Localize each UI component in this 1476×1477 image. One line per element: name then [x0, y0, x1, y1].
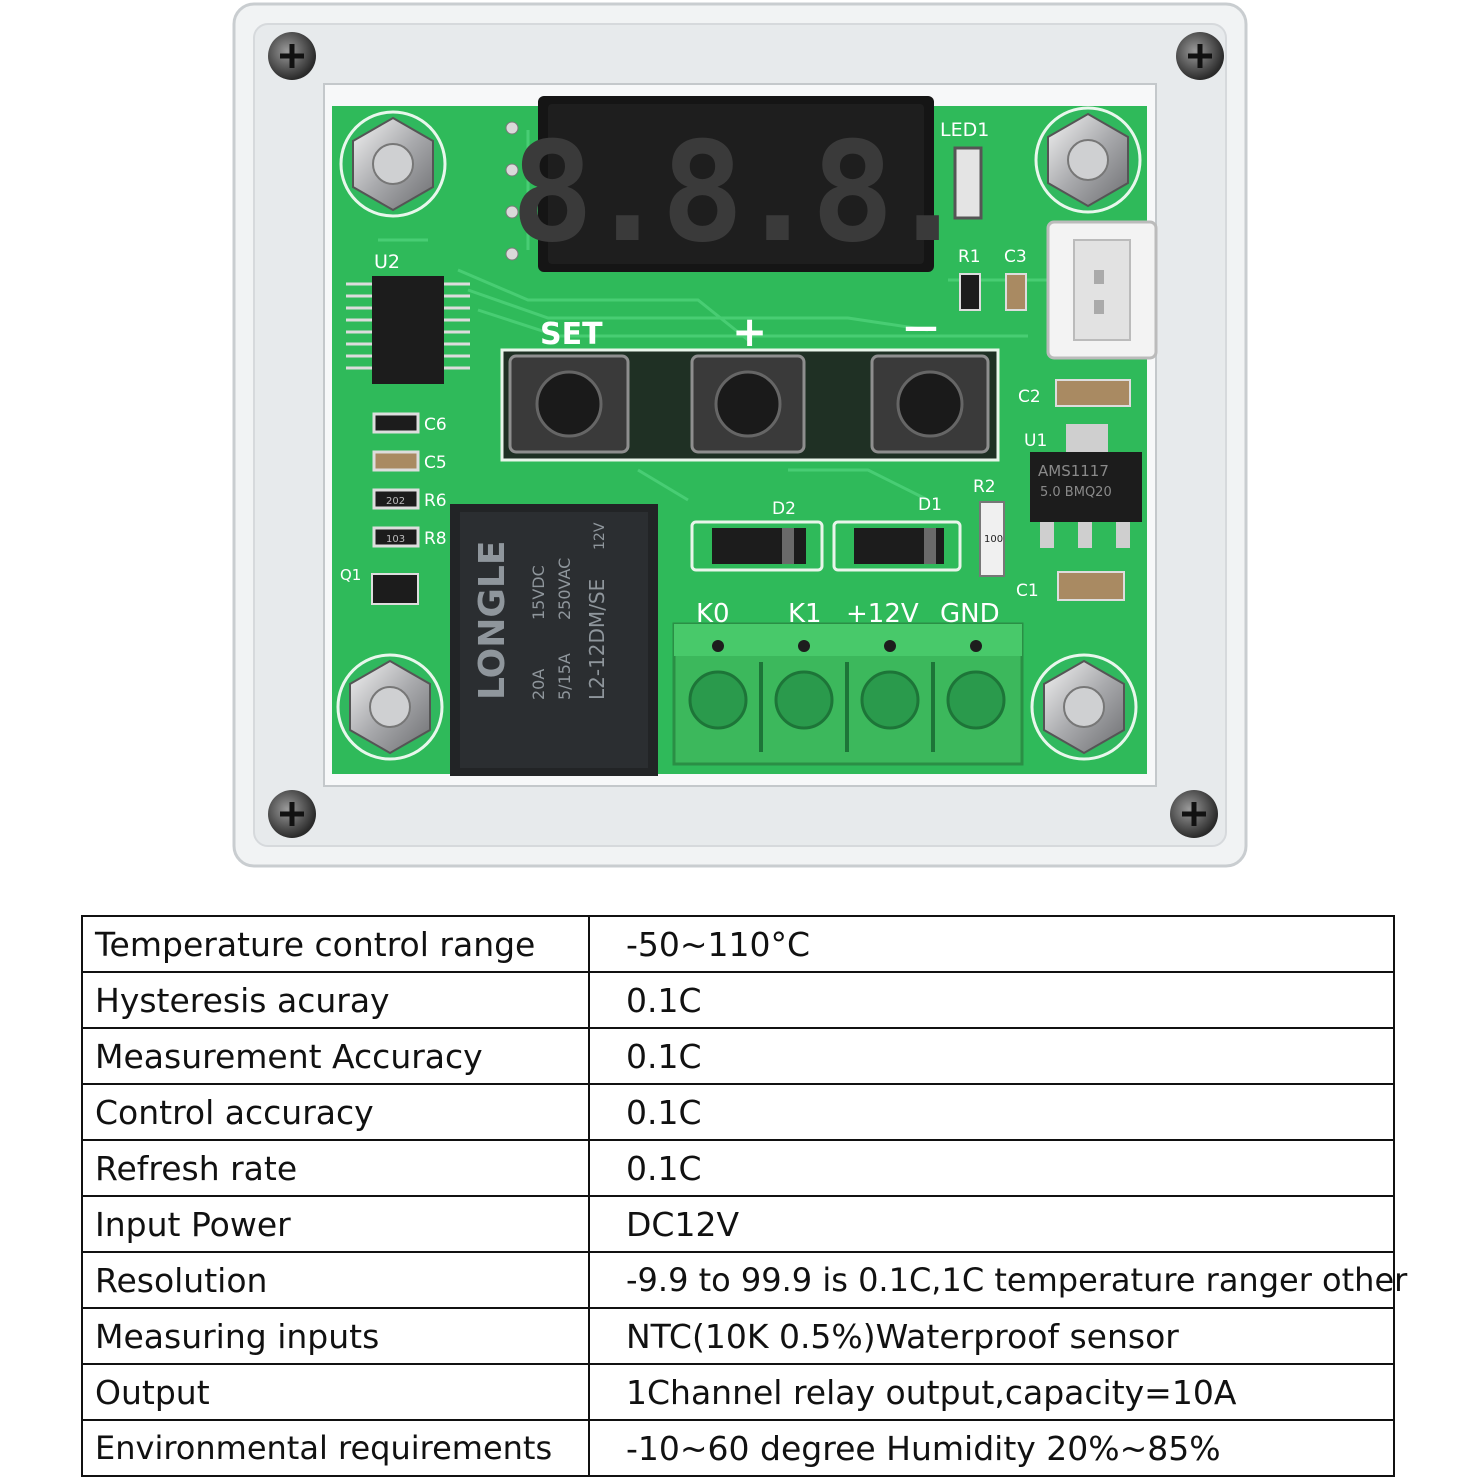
label-r6: R6	[424, 491, 447, 511]
spec-label: Measuring inputs	[81, 1307, 590, 1365]
table-row: Measuring inputs NTC(10K 0.5%)Waterproof…	[81, 1307, 1395, 1365]
label-c1: C1	[1016, 581, 1039, 601]
spec-value: 0.1C	[588, 1083, 1395, 1141]
label-set: SET	[540, 317, 603, 352]
display-digits: 8.8.8.	[511, 112, 962, 273]
spec-table: Temperature control range -50~110°C Hyst…	[81, 915, 1407, 1477]
spec-value: 0.1C	[588, 1027, 1395, 1085]
spec-label: Measurement Accuracy	[81, 1027, 590, 1085]
svg-text:12V: 12V	[592, 522, 608, 550]
d2-diode	[690, 520, 824, 572]
table-row: Environmental requirements -10~60 degree…	[81, 1419, 1395, 1477]
r1-component	[959, 273, 981, 311]
spec-label: Output	[81, 1363, 590, 1421]
table-row: Temperature control range -50~110°C	[81, 915, 1395, 973]
label-r8: R8	[424, 529, 447, 549]
d1-diode	[832, 520, 962, 572]
svg-text:AMS1117: AMS1117	[1038, 462, 1109, 480]
svg-text:L2-12DM/SE: L2-12DM/SE	[585, 579, 609, 700]
hex-nut-bottom-left	[336, 653, 444, 761]
table-row: Output 1Channel relay output,capacity=10…	[81, 1363, 1395, 1421]
spec-value: -9.9 to 99.9 is 0.1C,1C temperature rang…	[588, 1251, 1407, 1309]
spec-value: -50~110°C	[588, 915, 1395, 973]
table-row: Measurement Accuracy 0.1C	[81, 1027, 1395, 1085]
display-header-pins	[505, 121, 519, 261]
table-row: Resolution -9.9 to 99.9 is 0.1C,1C tempe…	[81, 1251, 1407, 1309]
label-u2: U2	[374, 251, 400, 273]
thermostat-board-photo: 8.8.8. LED1 U2 R1 C3 SET + —	[232, 2, 1248, 868]
spec-value: 1Channel relay output,capacity=10A	[588, 1363, 1395, 1421]
label-u1: U1	[1024, 431, 1047, 451]
label-led1: LED1	[940, 119, 989, 141]
label-minus: —	[904, 307, 938, 347]
plus-button	[690, 354, 806, 454]
label-r2: R2	[973, 477, 996, 497]
screw-top-right	[1176, 32, 1224, 80]
label-c2: C2	[1018, 387, 1041, 407]
spec-value: -10~60 degree Humidity 20%~85%	[588, 1419, 1395, 1477]
label-d1: D1	[918, 495, 942, 515]
minus-button	[870, 354, 990, 454]
label-q1: Q1	[340, 566, 361, 584]
label-plus: +	[732, 307, 767, 356]
spec-label: Refresh rate	[81, 1139, 590, 1197]
spec-label: Resolution	[81, 1251, 590, 1309]
svg-text:LONGLE: LONGLE	[472, 541, 513, 700]
label-d2: D2	[772, 499, 796, 519]
spec-label: Input Power	[81, 1195, 590, 1253]
svg-text:103: 103	[386, 534, 405, 545]
seven-segment-display: 8.8.8.	[511, 96, 969, 273]
spec-value: 0.1C	[588, 1139, 1395, 1197]
spec-value: DC12V	[588, 1195, 1395, 1253]
label-c5: C5	[424, 453, 447, 473]
hex-nut-top-left	[339, 110, 447, 218]
svg-text:100: 100	[984, 534, 1003, 545]
u2-chip	[346, 276, 470, 384]
relay: LONGLE 15VDC 250VAC L2-12DM/SE 20A 5/15A…	[450, 504, 658, 776]
table-row: Refresh rate 0.1C	[81, 1139, 1395, 1197]
left-smd-parts	[371, 412, 420, 605]
spec-label: Environmental requirements	[81, 1419, 590, 1477]
spec-label: Control accuracy	[81, 1083, 590, 1141]
svg-text:250VAC: 250VAC	[555, 558, 574, 620]
u1-regulator: AMS1117 5.0 BMQ20	[1030, 424, 1142, 548]
spec-table-body: Temperature control range -50~110°C Hyst…	[81, 915, 1407, 1477]
table-row: Control accuracy 0.1C	[81, 1083, 1395, 1141]
screw-bottom-left	[268, 790, 316, 838]
spec-label: Hysteresis acuray	[81, 971, 590, 1029]
hex-nut-bottom-right	[1030, 653, 1138, 761]
spec-value: NTC(10K 0.5%)Waterproof sensor	[588, 1307, 1395, 1365]
hex-nut-top-right	[1034, 106, 1142, 214]
svg-text:5.0 BMQ20: 5.0 BMQ20	[1040, 485, 1112, 500]
svg-text:5/15A: 5/15A	[555, 653, 574, 700]
svg-text:202: 202	[386, 496, 405, 507]
sensor-connector	[1046, 220, 1158, 360]
led1-component	[953, 146, 983, 220]
label-c6: C6	[424, 415, 447, 435]
c3-component	[1005, 273, 1027, 311]
svg-text:15VDC: 15VDC	[529, 565, 548, 620]
spec-value: 0.1C	[588, 971, 1395, 1029]
r2-component	[979, 501, 1005, 577]
table-row: Input Power DC12V	[81, 1195, 1395, 1253]
c1-component	[1057, 571, 1125, 601]
screw-top-left	[268, 32, 316, 80]
screw-terminal-block	[672, 622, 1024, 766]
svg-text:20A: 20A	[529, 669, 548, 700]
c2-component	[1055, 379, 1131, 407]
table-row: Hysteresis acuray 0.1C	[81, 971, 1395, 1029]
set-button	[508, 354, 630, 454]
spec-label: Temperature control range	[81, 915, 590, 973]
screw-bottom-right	[1170, 790, 1218, 838]
label-c3: C3	[1004, 247, 1027, 267]
label-r1: R1	[958, 247, 981, 267]
